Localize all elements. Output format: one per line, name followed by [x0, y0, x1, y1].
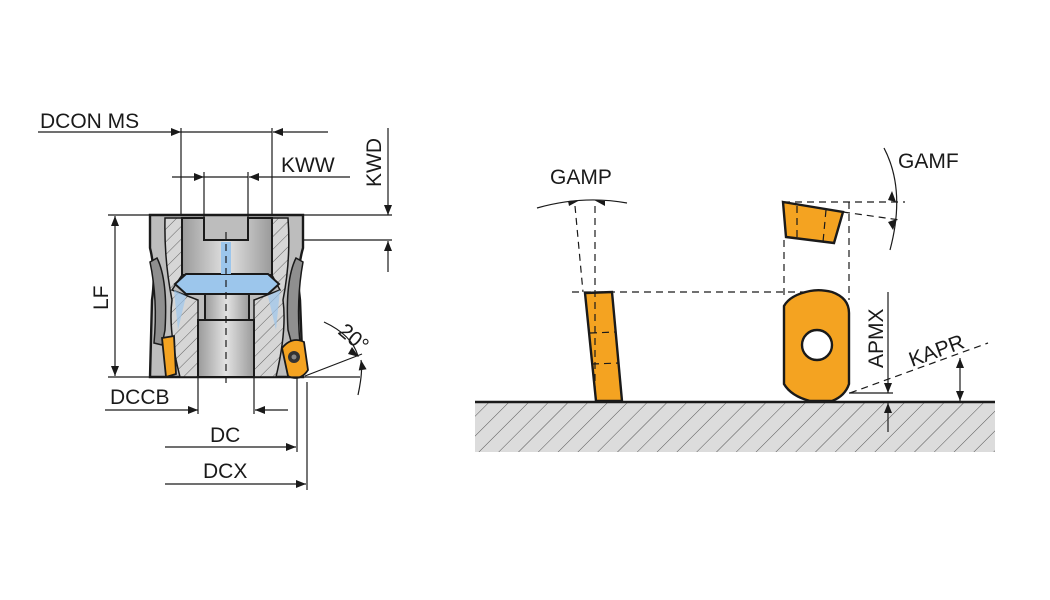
label-lf: LF: [90, 285, 113, 310]
insert-left: [161, 334, 177, 379]
milling-cutter-body: [148, 213, 309, 385]
workpiece-ground: [475, 400, 995, 452]
dimension-lines-tool: [38, 128, 392, 490]
label-angle-20: 20°: [334, 319, 373, 357]
label-gamp: GAMP: [550, 166, 612, 189]
insert-front-view: [782, 289, 989, 432]
insert-hole: [800, 328, 834, 362]
label-apmx: APMX: [865, 308, 888, 368]
label-kww: KWW: [281, 154, 335, 177]
label-kwd: KWD: [363, 138, 386, 187]
label-dc: DC: [210, 424, 240, 447]
insert-side-view: [536, 199, 830, 403]
label-dcx: DCX: [203, 460, 247, 483]
label-kapr: KAPR: [906, 331, 968, 372]
insert-top-view: [781, 147, 905, 300]
label-gamf: GAMF: [898, 150, 959, 173]
coolant-channel: [173, 273, 281, 295]
label-dccb: DCCB: [110, 386, 170, 409]
label-dcon-ms: DCON MS: [40, 110, 139, 133]
